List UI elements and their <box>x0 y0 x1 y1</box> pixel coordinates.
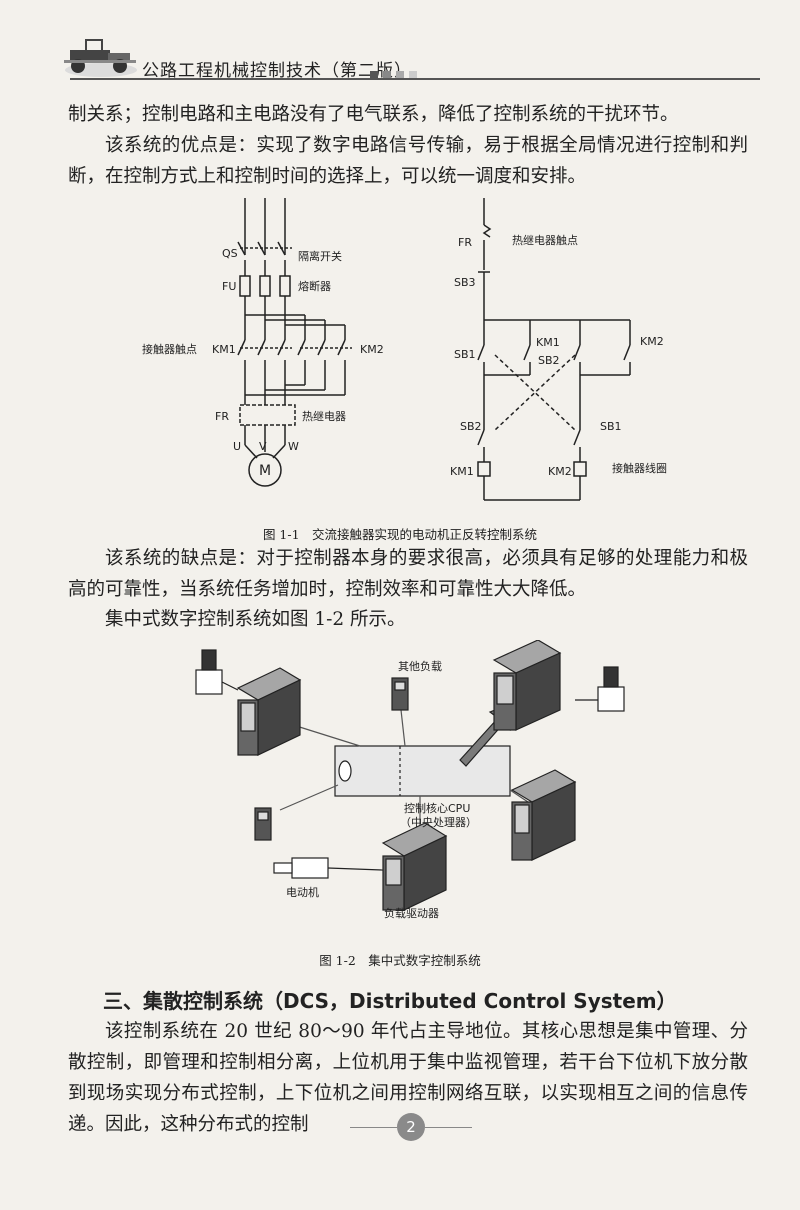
fig1-label-isolating-switch: 隔离开关 <box>298 249 342 263</box>
header-rule <box>70 78 760 80</box>
figure-1-1-caption: 图 1-1 交流接触器实现的电动机正反转控制系统 <box>262 527 538 542</box>
page-header: 公路工程机械控制技术（第二版） <box>0 0 800 95</box>
fig1-label-sb2-right: SB2 <box>538 354 560 367</box>
fig1-label-fr-ctrl: FR <box>458 236 472 249</box>
fig1-label-v: V <box>259 440 267 453</box>
fig2-label-load-driver: 负载驱动器 <box>384 906 439 920</box>
fig1-label-km2-aux: KM2 <box>640 335 664 348</box>
fig2-label-cpu-line1: 控制核心CPU <box>404 801 470 815</box>
fig1-label-fr-main: FR <box>215 410 229 423</box>
page-number: 2 <box>397 1113 425 1141</box>
footer-rule-right <box>425 1127 472 1128</box>
fig1-label-u: U <box>233 440 241 453</box>
section-heading: 三、集散控制系统（DCS，Distributed Control System） <box>103 989 677 1013</box>
fig1-label-fuse: 熔断器 <box>298 279 331 293</box>
figure-1-1-circuit-diagram: QS FU 隔离开关 熔断器 接触器触点 KM1 KM2 FR 热继电器 U V… <box>142 198 667 501</box>
fig1-label-fu: FU <box>222 280 236 293</box>
paragraph-1: 制关系；控制电路和主电路没有了电气联系，降低了控制系统的干扰环节。 <box>68 104 679 125</box>
fig1-label-thermal-relay: 热继电器 <box>302 410 346 423</box>
fig1-label-sb3: SB3 <box>454 276 476 289</box>
book-title: 公路工程机械控制技术（第二版） <box>142 61 412 81</box>
fig1-label-km1-coil: KM1 <box>450 465 474 478</box>
fig1-label-km1-aux: KM1 <box>536 336 560 349</box>
fig2-label-cpu-line2: （中央处理器） <box>400 816 477 829</box>
fig1-label-sb1-right: SB1 <box>600 420 622 433</box>
fig1-label-thermal-relay-contact: 热继电器触点 <box>512 233 578 247</box>
fig1-label-motor-m: M <box>259 463 271 479</box>
fig2-label-other-load: 其他负载 <box>398 659 442 673</box>
fig1-label-sb1-left: SB1 <box>454 348 476 361</box>
fig1-label-km1-main: KM1 <box>212 343 236 356</box>
fig1-label-km2-main: KM2 <box>360 343 384 356</box>
paragraph-4: 集中式数字控制系统如图 1-2 所示。 <box>105 609 406 630</box>
paragraph-5: 该控制系统在 20 世纪 80～90 年代占主导地位。其核心思想是集中管理、分散… <box>68 1021 748 1135</box>
header-decoration <box>370 64 422 83</box>
fig1-label-contactor-contacts: 接触器触点 <box>142 342 197 356</box>
figure-1-2-system-diagram: 其他负载 控制核心CPU （中央处理器） 电动机 负载驱动器 <box>195 640 625 920</box>
figure-1-2-caption: 图 1-2 集中式数字控制系统 <box>319 953 481 968</box>
footer-rule-left <box>350 1127 397 1128</box>
fig1-label-km2-coil: KM2 <box>548 465 572 478</box>
fig1-label-sb2-left: SB2 <box>460 420 482 433</box>
road-machine-logo <box>64 39 137 77</box>
fig1-label-contactor-coil: 接触器线圈 <box>612 461 667 475</box>
paragraph-3: 该系统的缺点是：对于控制器本身的要求很高，必须具有足够的处理能力和极高的可靠性，… <box>68 548 748 600</box>
paragraph-2: 该系统的优点是：实现了数字电路信号传输，易于根据全局情况进行控制和判断，在控制方… <box>68 135 748 187</box>
fig2-label-motor: 电动机 <box>286 885 319 899</box>
fig1-label-w: W <box>288 440 299 453</box>
fig1-label-qs: QS <box>222 247 238 260</box>
